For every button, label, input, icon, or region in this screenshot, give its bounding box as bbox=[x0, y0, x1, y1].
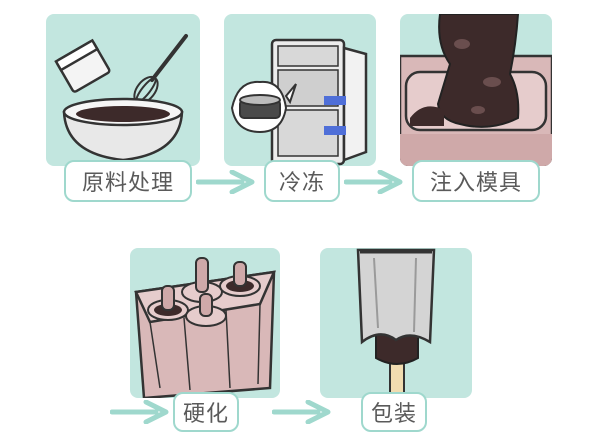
popsicle-mold-icon bbox=[134, 257, 277, 398]
step-panel-4 bbox=[130, 248, 280, 398]
step-label-3: 注入模具 bbox=[412, 160, 540, 202]
step-panel-2 bbox=[224, 14, 376, 166]
wrapped-popsicle-icon bbox=[356, 248, 436, 398]
step-label-2: 冷冻 bbox=[264, 160, 340, 202]
step-label-5: 包装 bbox=[361, 392, 427, 432]
step-panel-3 bbox=[400, 14, 552, 166]
arrow-icon bbox=[344, 170, 403, 194]
bowl-whisk-icon bbox=[54, 34, 188, 162]
refrigerator-icon bbox=[230, 38, 368, 166]
step-panel-1 bbox=[46, 14, 200, 166]
arrow-icon bbox=[196, 170, 255, 194]
step-label-1: 原料处理 bbox=[64, 160, 192, 202]
step-label-4: 硬化 bbox=[173, 392, 239, 432]
step-panel-5 bbox=[320, 248, 472, 398]
arrow-icon bbox=[110, 400, 169, 424]
pour-into-mold-icon bbox=[400, 14, 552, 166]
arrow-icon bbox=[272, 400, 331, 424]
